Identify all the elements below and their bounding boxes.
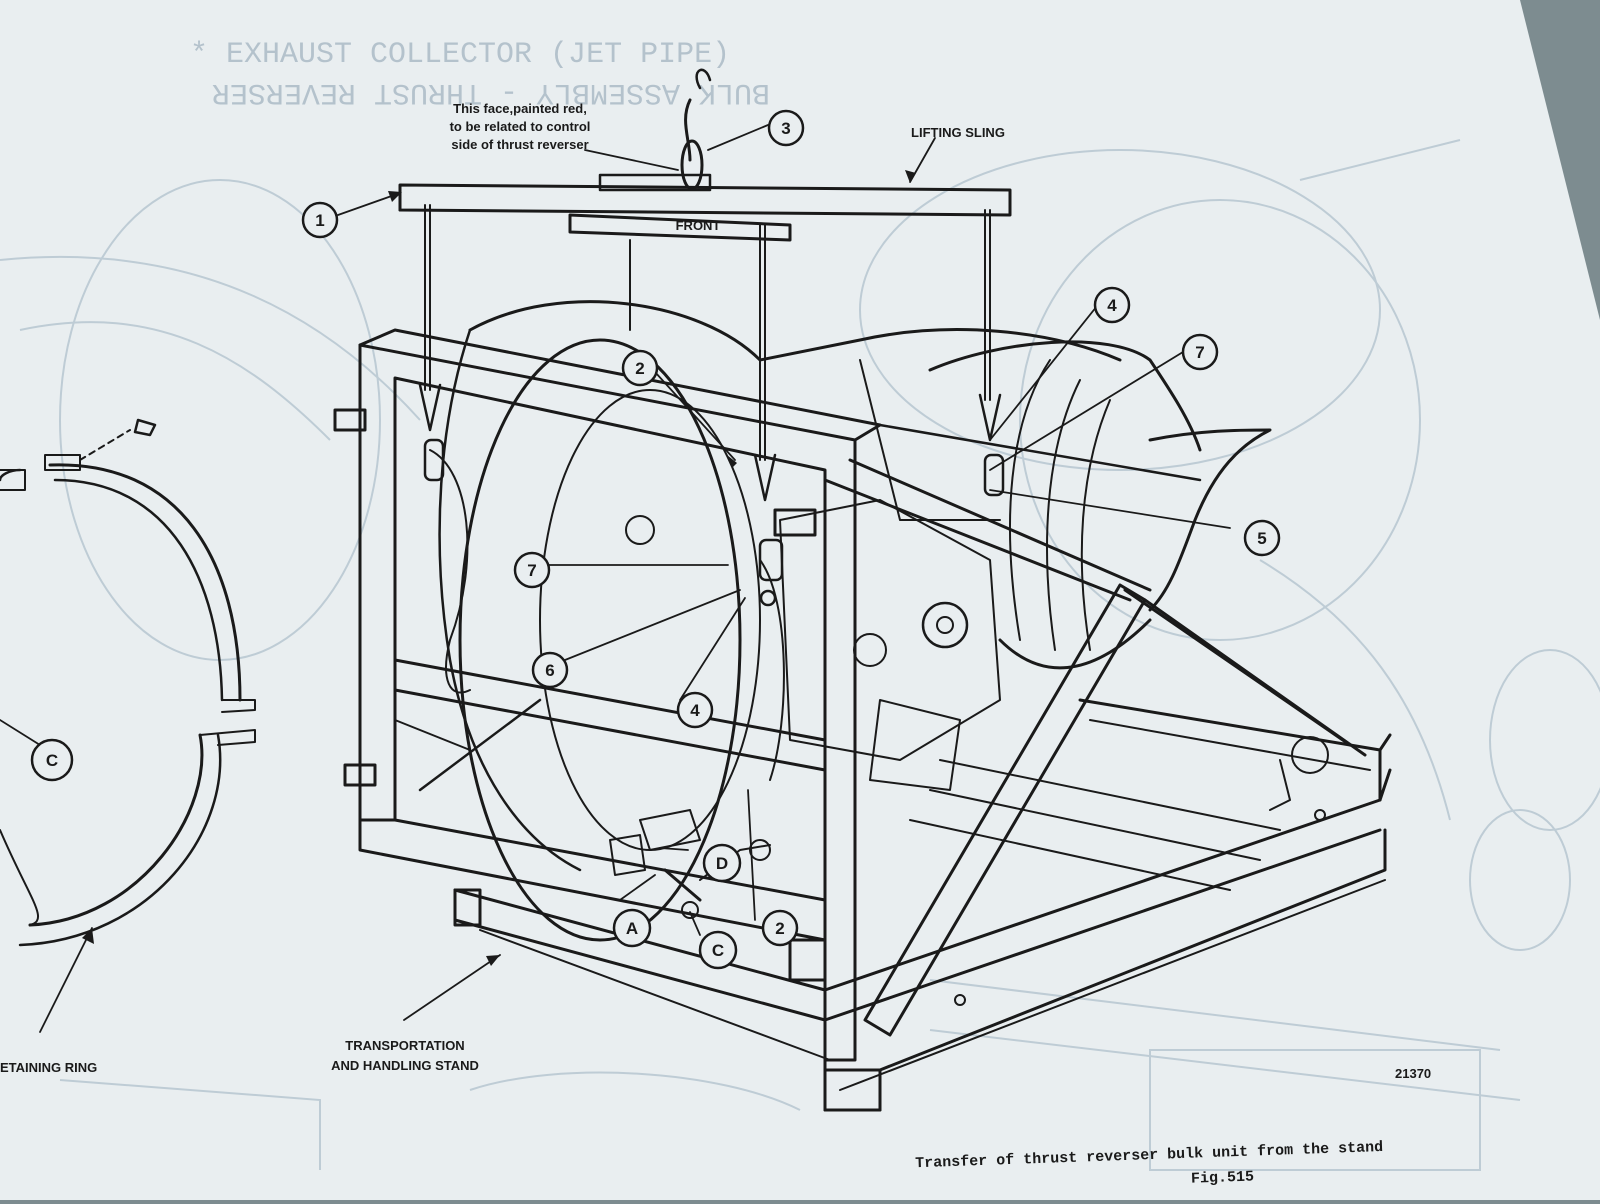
svg-text:C: C (46, 751, 58, 770)
callout-marker-7-right: 7 (1181, 333, 1219, 371)
svg-text:2: 2 (635, 359, 644, 378)
retaining-ring (0, 418, 256, 947)
callout-marker-4-right: 4 (1093, 286, 1131, 324)
stand-label-line2: AND HANDLING STAND (331, 1058, 479, 1073)
front-label: FRONT (676, 218, 721, 233)
lifting-sling-beam (398, 68, 1012, 607)
svg-text:A: A (626, 919, 638, 938)
drawing-labels: This face,painted red, to be related to … (0, 101, 1431, 1081)
svg-text:2: 2 (775, 919, 784, 938)
callout-marker-5: 5 (1243, 519, 1281, 557)
caption-figure-number: Fig.515 (1191, 1168, 1255, 1187)
face-note-line3: side of thrust reverser (451, 137, 588, 152)
callout-marker-A: A (612, 908, 652, 948)
callout-marker-4-left: 4 (676, 691, 714, 729)
leader-arrowheads (82, 170, 916, 966)
ghost-header-line1: * EXHAUST COLLECTOR (JET PIPE) (190, 38, 730, 72)
svg-text:6: 6 (545, 661, 554, 680)
callout-marker-1: 1 (301, 201, 339, 239)
drawing-number: 21370 (1395, 1066, 1431, 1081)
handling-stand-frame (333, 328, 1392, 1112)
svg-text:1: 1 (315, 211, 324, 230)
svg-text:D: D (716, 854, 728, 873)
ghost-header-line2: BULK ASSEMBLY - THRUST REVERSER (212, 75, 770, 109)
face-note-line2: to be related to control (450, 119, 591, 134)
callout-marker-2-bottom: 2 (761, 909, 799, 947)
callout-markers: 1 3 2 4 7 5 7 6 4 2 A C D C (30, 109, 1281, 970)
svg-text:4: 4 (1107, 296, 1117, 315)
svg-text:3: 3 (781, 119, 790, 138)
retaining-ring-label: ETAINING RING (0, 1060, 97, 1075)
line-drawing (0, 68, 1392, 1112)
callout-marker-6: 6 (531, 651, 569, 689)
lifting-sling-label: LIFTING SLING (911, 125, 1005, 140)
svg-text:5: 5 (1257, 529, 1266, 548)
ghost-print-through: * EXHAUST COLLECTOR (JET PIPE) BULK ASSE… (0, 38, 1600, 1171)
stand-label-line1: TRANSPORTATION (345, 1038, 464, 1053)
callout-marker-C-stand: C (698, 930, 738, 970)
face-note-line1: This face,painted red, (453, 101, 587, 116)
svg-text:7: 7 (1195, 343, 1204, 362)
callout-marker-D: D (702, 843, 742, 883)
callout-marker-7-left: 7 (513, 551, 551, 589)
svg-text:C: C (712, 941, 724, 960)
leader-lines (0, 124, 1231, 1033)
svg-text:4: 4 (690, 701, 700, 720)
callout-marker-3: 3 (767, 109, 805, 147)
callout-marker-2-top: 2 (621, 349, 659, 387)
callout-marker-C-ring: C (30, 738, 74, 782)
svg-text:7: 7 (527, 561, 536, 580)
